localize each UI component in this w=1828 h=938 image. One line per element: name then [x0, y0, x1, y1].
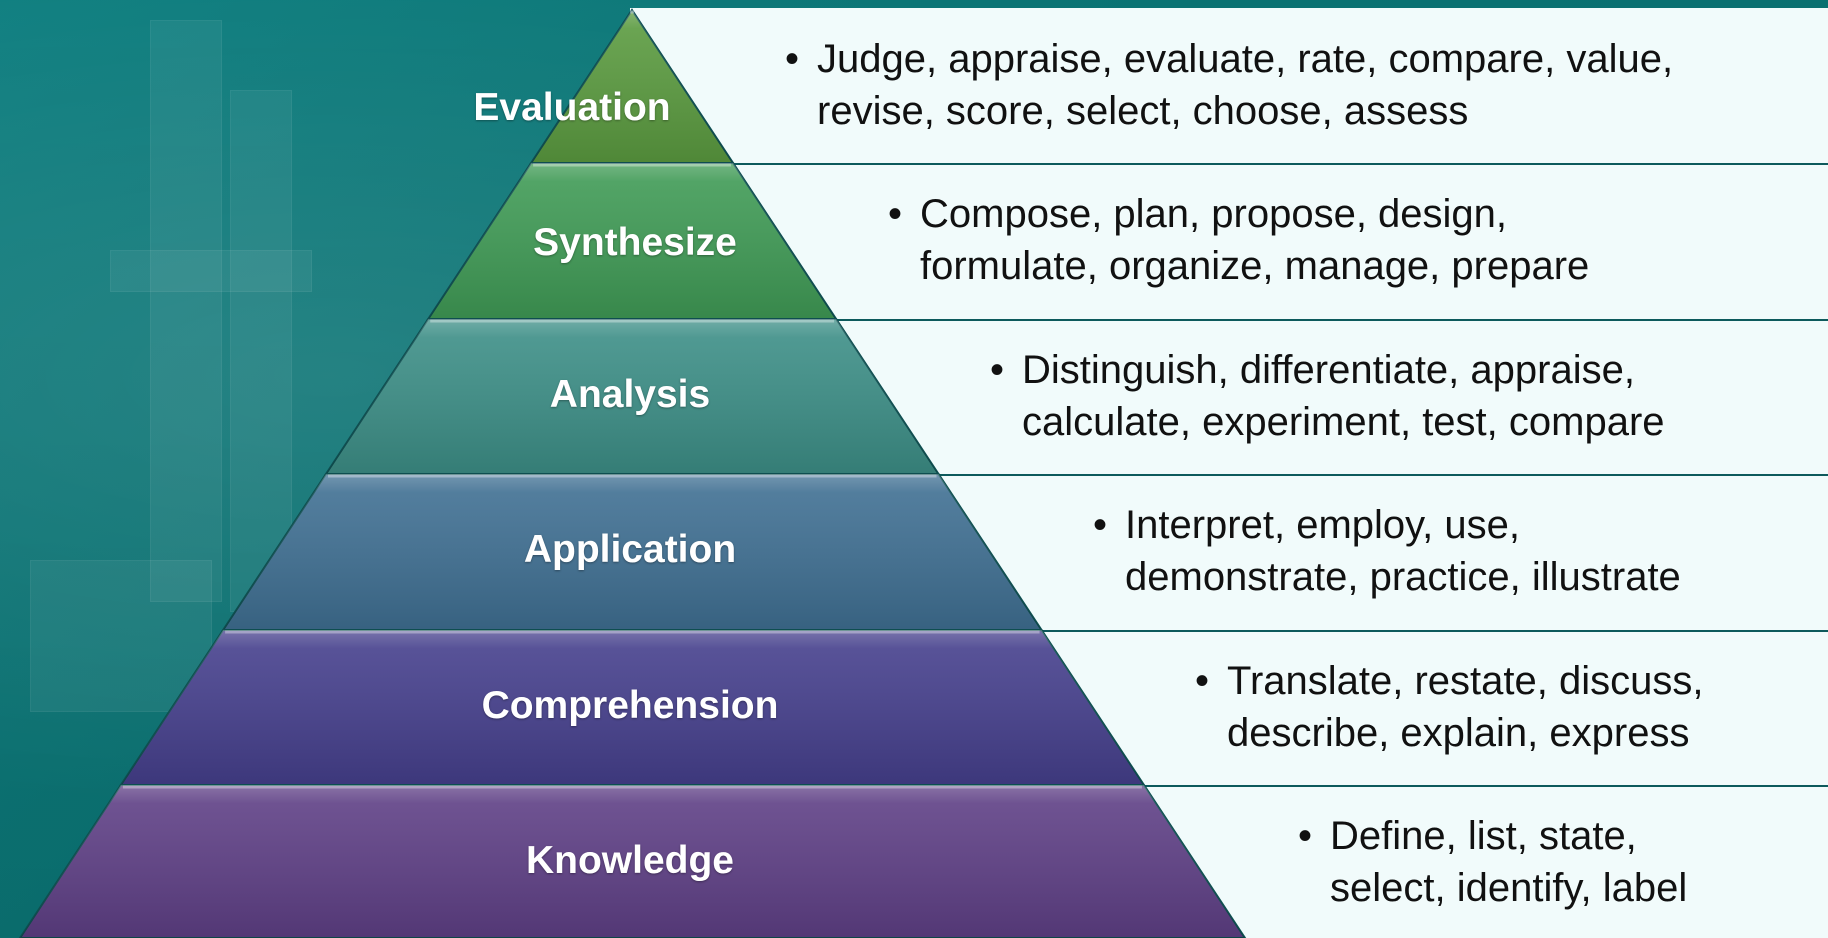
- verbs-analysis: • Distinguish, differentiate, appraise, …: [990, 344, 1665, 448]
- level-label-knowledge: Knowledge: [525, 839, 735, 882]
- verbs-evaluation: • Judge, appraise, evaluate, rate, compa…: [785, 33, 1673, 137]
- pyramid-layer-shading: [120, 630, 1144, 785]
- verbs-line: Compose, plan, propose, design,: [920, 192, 1508, 236]
- pyramid-layer-shading: [223, 474, 1042, 630]
- pyramid-layer-shading: [531, 10, 734, 163]
- bullet: •: [785, 37, 800, 81]
- level-label-application: Application: [523, 528, 737, 571]
- level-label-evaluation: Evaluation: [473, 86, 671, 129]
- verbs-line: Interpret, employ, use,: [1125, 503, 1520, 547]
- verbs-line: describe, explain, express: [1227, 711, 1690, 755]
- row-band-knowledge: [1130, 785, 1828, 938]
- level-label-synthesize: Synthesize: [533, 221, 737, 264]
- verbs-comprehension: • Translate, restate, discuss, describe,…: [1195, 655, 1703, 759]
- row-band-synthesize: [730, 163, 1828, 319]
- verbs-line: revise, score, select, choose, assess: [817, 89, 1469, 133]
- verbs-line: select, identify, label: [1330, 866, 1688, 910]
- background-structure: [30, 560, 212, 712]
- pyramid-layer-shading: [20, 785, 1245, 938]
- verbs-knowledge: • Define, list, state, select, identify,…: [1298, 810, 1687, 914]
- verbs-line: Translate, restate, discuss,: [1227, 659, 1704, 703]
- pyramid-layer-shading: [326, 319, 939, 474]
- verbs-line: formulate, organize, manage, prepare: [920, 244, 1590, 288]
- background-structure: [110, 250, 312, 292]
- verbs-line: Distinguish, differentiate, appraise,: [1022, 348, 1635, 392]
- verbs-line: demonstrate, practice, illustrate: [1125, 555, 1681, 599]
- verbs-line: calculate, experiment, test, compare: [1022, 400, 1665, 444]
- row-band-analysis: [830, 319, 1828, 474]
- bullet: •: [888, 192, 903, 236]
- level-label-comprehension: Comprehension: [481, 684, 779, 727]
- bullet: •: [1195, 659, 1210, 703]
- verbs-line: Judge, appraise, evaluate, rate, compare…: [817, 37, 1674, 81]
- background-structure: [150, 20, 222, 602]
- bullet: •: [990, 348, 1005, 392]
- row-band-evaluation: [630, 8, 1828, 163]
- verbs-application: • Interpret, employ, use, demonstrate, p…: [1093, 499, 1681, 603]
- row-band-application: [930, 474, 1828, 630]
- verbs-line: Define, list, state,: [1330, 814, 1637, 858]
- bullet: •: [1093, 503, 1108, 547]
- bullet: •: [1298, 814, 1313, 858]
- row-band-comprehension: [1030, 630, 1828, 785]
- verbs-synthesize: • Compose, plan, propose, design, formul…: [888, 188, 1589, 292]
- level-label-analysis: Analysis: [549, 373, 711, 416]
- pyramid-layer-shading: [428, 163, 837, 319]
